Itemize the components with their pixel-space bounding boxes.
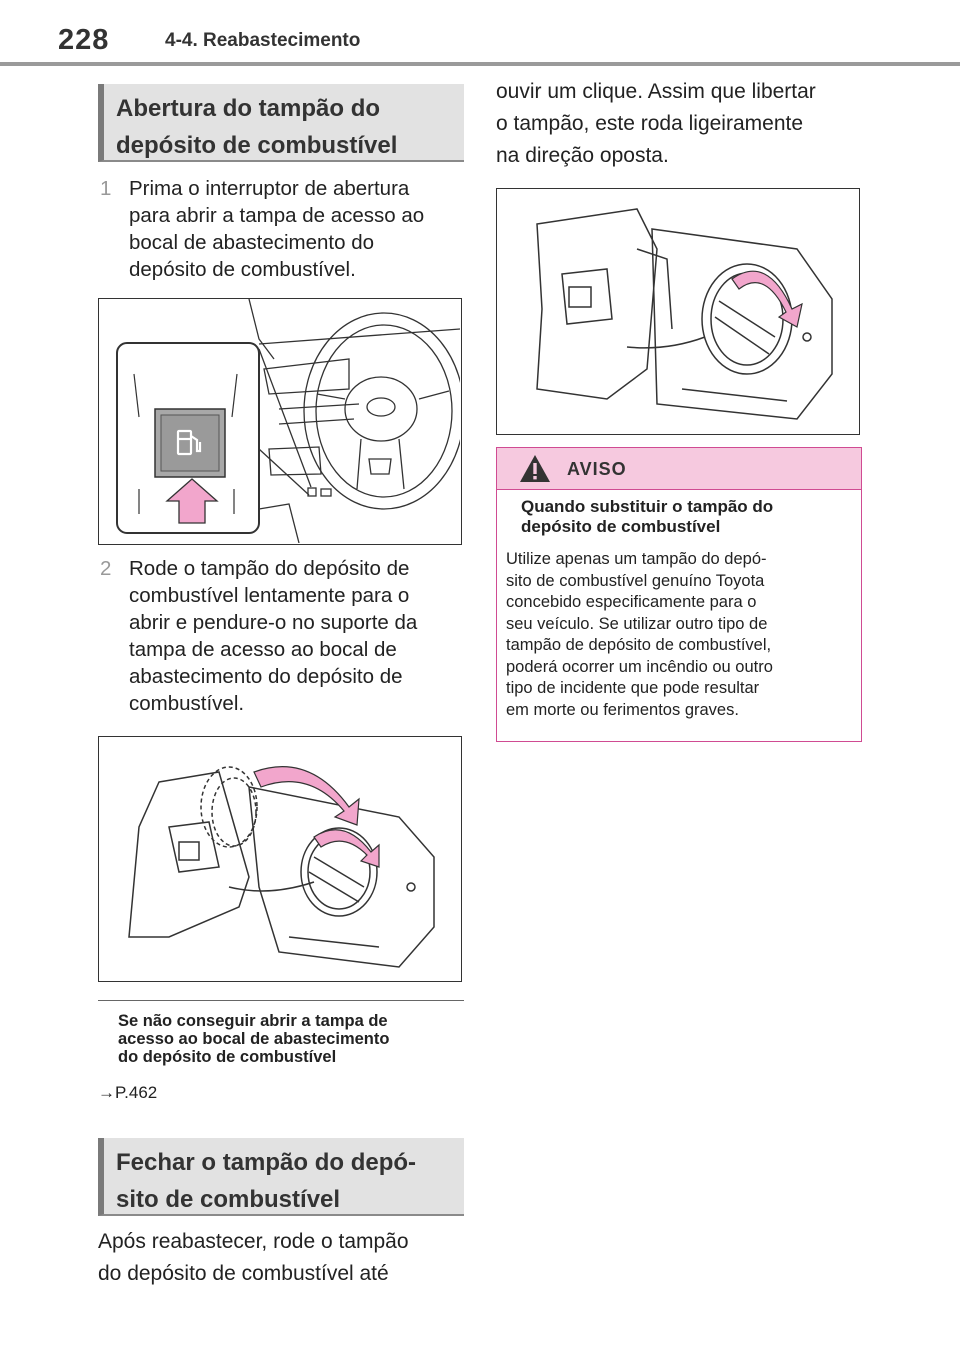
page-number: 228	[58, 24, 110, 56]
warning-text-line: poderá ocorrer um incêndio ou outro	[506, 657, 773, 676]
step-text: Rode o tampão do depósito de combustível…	[129, 555, 417, 717]
heading-line-2: depósito de combustível	[116, 132, 398, 159]
step-line: Rode o tampão do depósito de	[129, 557, 410, 580]
close-body-right: ouvir um clique. Assim que libertar o ta…	[496, 76, 862, 172]
section-heading-open-cap: Abertura do tampão do depósito de combus…	[98, 84, 464, 162]
step-line: bocal de abastecimento do	[129, 231, 375, 254]
warning-label: AVISO	[567, 459, 627, 479]
warning-text-line: Utilize apenas um tampão do depó-	[506, 550, 767, 568]
warning-text-line: tipo de incidente que pode resultar	[506, 679, 760, 697]
note-line: acesso ao bocal de abastecimento	[118, 1030, 390, 1048]
warning-subtitle: Quando substituir o tampão do depósito d…	[521, 497, 851, 537]
step-line: combustível lentamente para o	[129, 584, 410, 607]
warning-text-line: em morte ou ferimentos graves.	[506, 700, 739, 719]
step-text: Prima o interruptor de abertura para abr…	[129, 175, 424, 283]
heading-line-1: Fechar o tampão do depó-	[116, 1149, 417, 1176]
body-line: do depósito de combustível até	[98, 1262, 389, 1285]
body-line: Após reabastecer, rode o tampão	[98, 1230, 409, 1253]
step-2: 2 Rode o tampão do depósito de combustív…	[100, 555, 464, 720]
rotate-arrow-large-icon	[253, 766, 360, 826]
fuel-pump-icon	[176, 429, 202, 456]
step-line: combustível.	[129, 692, 245, 715]
warning-triangle-icon	[520, 455, 550, 482]
body-line: na direção oposta.	[496, 144, 669, 167]
note-divider	[98, 1000, 464, 1001]
step-line: abrir e pendure-o no suporte da	[129, 611, 418, 634]
header-divider	[0, 62, 960, 66]
rotate-arrow-icon	[731, 270, 803, 328]
figure-close-cap	[496, 188, 860, 435]
step-line: abastecimento do depósito de	[129, 665, 403, 688]
close-body-left: Após reabastecer, rode o tampão do depós…	[98, 1226, 464, 1290]
fuel-cap-close-illustration	[536, 208, 833, 420]
section-title: 4-4. Reabastecimento	[165, 30, 361, 51]
warning-text: Utilize apenas um tampão do depó- sito d…	[506, 549, 856, 721]
heading-line-1: Abertura do tampão do	[116, 95, 381, 122]
figure-opener-switch	[98, 298, 462, 545]
warning-header: AVISO	[497, 448, 861, 490]
heading-line-2: sito de combustível	[116, 1186, 341, 1213]
fuel-door-open-illustration	[128, 766, 435, 968]
step-number: 1	[100, 177, 112, 200]
step-line: Prima o interruptor de abertura	[129, 177, 410, 200]
step-number: 2	[100, 557, 112, 580]
rotate-arrow-small-icon	[313, 829, 380, 868]
section-heading-close-cap: Fechar o tampão do depó- sito de combust…	[98, 1138, 464, 1216]
step-line: tampa de acesso ao bocal de	[129, 638, 397, 661]
figure-open-cap	[98, 736, 462, 982]
dashboard-illustration	[116, 299, 460, 543]
warning-text-line: concebido especificamente para o	[506, 593, 757, 611]
press-arrow-icon	[165, 478, 219, 524]
warning-subtitle-line: Quando substituir o tampão do	[521, 497, 774, 516]
warning-text-line: seu veículo. Se utilizar outro tipo de	[506, 614, 768, 633]
warning-text-line: sito de combustível genuíno Toyota	[506, 571, 765, 590]
step-line: depósito de combustível.	[129, 258, 356, 281]
note-title: Se não conseguir abrir a tampa de acesso…	[118, 1012, 458, 1066]
body-line: ouvir um clique. Assim que libertar	[496, 80, 816, 103]
note-line: Se não conseguir abrir a tampa de	[118, 1012, 388, 1030]
warning-subtitle-line: depósito de combustível	[521, 517, 721, 536]
step-1: 1 Prima o interruptor de abertura para a…	[100, 175, 464, 285]
warning-text-line: tampão de depósito de combustível,	[506, 636, 772, 654]
warning-box: AVISO Quando substituir o tampão do depó…	[496, 447, 862, 742]
step-line: para abrir a tampa de acesso ao	[129, 204, 425, 227]
note-line: do depósito de combustível	[118, 1048, 337, 1066]
body-line: o tampão, este roda ligeiramente	[496, 112, 804, 135]
page-reference-link[interactable]: →P.462	[98, 1083, 158, 1102]
